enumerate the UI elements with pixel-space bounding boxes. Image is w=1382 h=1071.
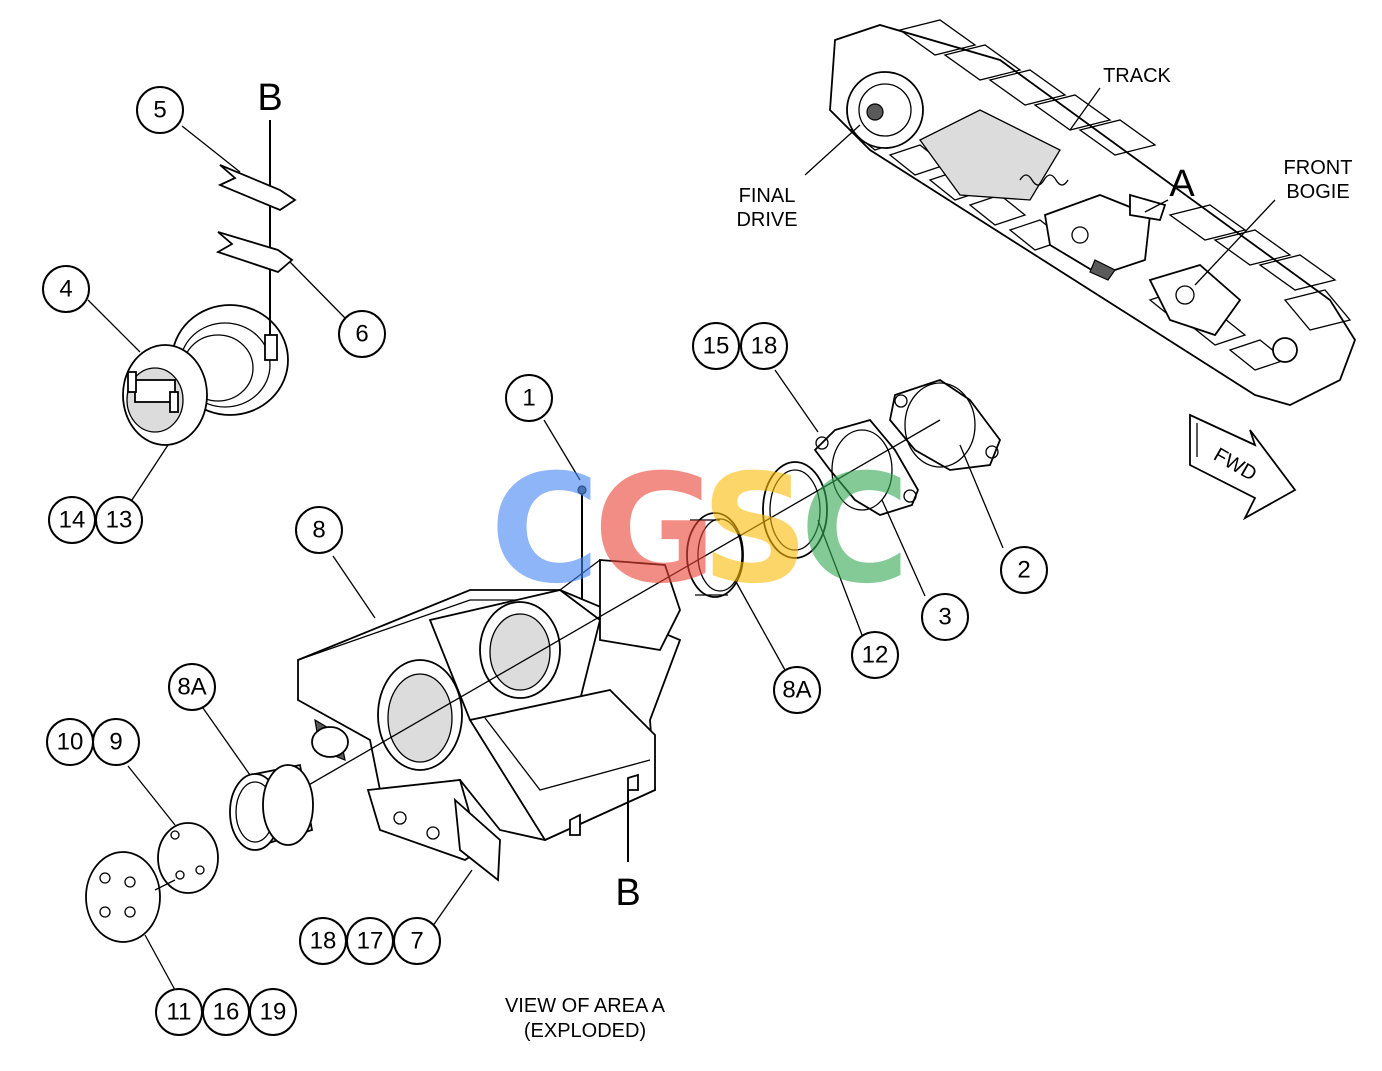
callout-18-top: 18	[740, 322, 788, 370]
view-title-line1: VIEW OF AREA A	[505, 995, 666, 1017]
svg-text:18: 18	[751, 333, 778, 360]
svg-text:19: 19	[260, 999, 287, 1026]
track-assembly-illustration	[804, 19, 1356, 406]
svg-text:3: 3	[938, 604, 951, 631]
callout-4: 4	[42, 265, 90, 313]
svg-text:16: 16	[213, 999, 240, 1026]
callout-6: 6	[338, 310, 386, 358]
roller-assembly-illustration	[122, 120, 289, 446]
callout-14: 14	[48, 496, 96, 544]
watermark-letter-g: G	[593, 443, 716, 617]
callout-15: 15	[692, 322, 740, 370]
svg-text:4: 4	[59, 276, 72, 303]
front-bogie-label-line1: FRONT	[1284, 157, 1353, 179]
front-bogie-label-line2: BOGIE	[1286, 181, 1349, 203]
fwd-arrow-icon: FWD	[1189, 413, 1297, 521]
shim-plate-5	[217, 164, 297, 212]
svg-text:18: 18	[310, 928, 337, 955]
callout-13: 13	[95, 496, 143, 544]
svg-text:5: 5	[153, 97, 166, 124]
callout-11: 11	[155, 988, 203, 1036]
svg-text:2: 2	[1017, 557, 1030, 584]
section-b-bottom-mark: B	[615, 872, 640, 914]
callout-2: 2	[1000, 546, 1048, 594]
svg-text:8A: 8A	[177, 674, 206, 701]
callout-17: 17	[346, 917, 394, 965]
shim-plate-6	[215, 231, 294, 274]
track-label: TRACK	[1103, 65, 1171, 87]
svg-text:8A: 8A	[782, 677, 811, 704]
svg-text:6: 6	[355, 321, 368, 348]
svg-text:11: 11	[167, 999, 192, 1026]
callout-8: 8	[295, 506, 343, 554]
callout-16: 16	[202, 988, 250, 1036]
watermark-letter-s: S	[701, 443, 809, 617]
area-a-mark: A	[1169, 163, 1195, 205]
svg-text:1: 1	[522, 385, 535, 412]
watermark-letter-c1: C	[490, 443, 600, 617]
right-exploded-parts	[299, 379, 1002, 791]
callout-8a-right: 8A	[773, 666, 821, 714]
svg-text:15: 15	[703, 333, 730, 360]
watermark-logo: C G S C	[490, 443, 910, 617]
callout-18-bottom: 18	[299, 917, 347, 965]
svg-text:9: 9	[109, 729, 122, 756]
callout-8a-left: 8A	[168, 663, 216, 711]
svg-text:13: 13	[106, 507, 133, 534]
callout-1: 1	[505, 374, 553, 422]
svg-text:10: 10	[57, 729, 84, 756]
bogie-housing-8	[297, 559, 682, 882]
final-drive-label-line2: DRIVE	[736, 209, 797, 231]
svg-text:14: 14	[59, 507, 86, 534]
section-b-top-mark: B	[257, 77, 282, 119]
callout-19: 19	[249, 988, 297, 1036]
watermark-letter-c2: C	[800, 443, 910, 617]
final-drive-label-line1: FINAL	[739, 185, 796, 207]
callout-12: 12	[851, 631, 899, 679]
callout-10: 10	[46, 718, 94, 766]
svg-text:7: 7	[410, 928, 423, 955]
callout-5: 5	[136, 86, 184, 134]
callout-7: 7	[393, 917, 441, 965]
callout-9: 9	[92, 718, 140, 766]
svg-text:8: 8	[312, 517, 325, 544]
left-exploded-parts	[85, 763, 314, 943]
view-title-line2: (EXPLODED)	[524, 1020, 646, 1042]
svg-text:12: 12	[862, 642, 889, 669]
callout-3: 3	[921, 593, 969, 641]
svg-text:17: 17	[357, 928, 384, 955]
